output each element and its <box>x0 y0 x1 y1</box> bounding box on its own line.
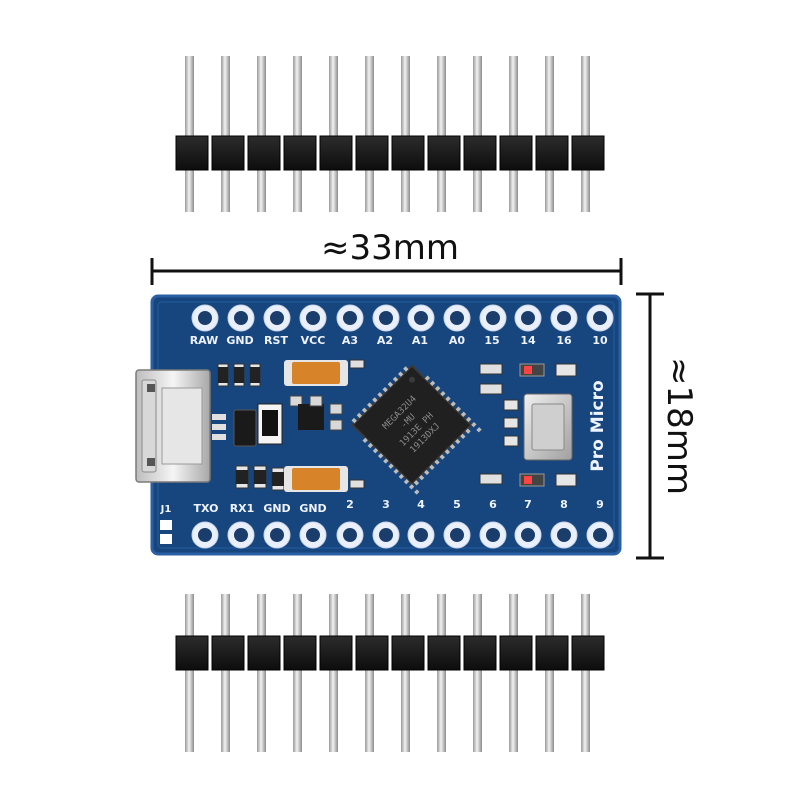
top-header-pin <box>319 56 353 212</box>
top-header-pin <box>571 56 605 212</box>
tantalum-capacitor-bottom <box>284 466 348 492</box>
bottom-header-pin <box>175 594 209 752</box>
pin-label-a0: A0 <box>449 334 466 347</box>
top-header-pin <box>355 56 389 212</box>
pin-label-a3: A3 <box>342 334 358 347</box>
bottom-pad <box>299 521 327 549</box>
micro-usb-connector <box>135 369 211 483</box>
pin-label-gnd-top: GND <box>226 334 253 347</box>
jumper-label: J1 <box>160 504 172 515</box>
pin-label-6: 6 <box>489 498 497 511</box>
bottom-pad <box>550 521 578 549</box>
bottom-header-pin <box>535 594 569 752</box>
pin-label-16: 16 <box>556 334 572 347</box>
jumper-j1: J1 <box>160 504 172 544</box>
pin-label-2: 2 <box>346 498 354 511</box>
top-pad <box>263 304 291 332</box>
bottom-header-pin <box>355 594 389 752</box>
pin-label-txo: TXO <box>194 502 219 515</box>
top-pad <box>372 304 400 332</box>
pin-label-4: 4 <box>417 498 425 511</box>
crystal-oscillator <box>523 393 573 461</box>
top-header-pin <box>247 56 281 212</box>
bottom-header-pin <box>499 594 533 752</box>
bottom-header-pin <box>427 594 461 752</box>
top-pad <box>299 304 327 332</box>
bottom-header-pin <box>391 594 425 752</box>
pin-label-3: 3 <box>382 498 390 511</box>
pin-label-a1: A1 <box>412 334 428 347</box>
bottom-pad <box>407 521 435 549</box>
top-header-pin <box>535 56 569 212</box>
mcu-chip <box>351 364 482 495</box>
bottom-pad <box>372 521 400 549</box>
bottom-header-pin <box>283 594 317 752</box>
pin-label-rst: RST <box>264 334 288 347</box>
pin-label-raw: RAW <box>190 334 219 347</box>
pin-label-9: 9 <box>596 498 604 511</box>
bottom-pad <box>586 521 614 549</box>
top-header-pin <box>175 56 209 212</box>
bottom-header-pin <box>247 594 281 752</box>
bottom-pad <box>479 521 507 549</box>
pin-label-vcc: VCC <box>301 334 326 347</box>
top-header-pin <box>283 56 317 212</box>
pin-label-gnd-a: GND <box>263 502 290 515</box>
top-header-pin <box>499 56 533 212</box>
top-pad <box>191 304 219 332</box>
bottom-pin-pads <box>191 521 614 549</box>
top-header-pin <box>391 56 425 212</box>
pin-label-a2: A2 <box>377 334 393 347</box>
top-pad <box>514 304 542 332</box>
top-pin-pads <box>191 304 614 332</box>
top-pad <box>479 304 507 332</box>
top-pad <box>586 304 614 332</box>
bottom-pad <box>227 521 255 549</box>
bottom-pin-header <box>175 594 605 752</box>
bottom-pad <box>443 521 471 549</box>
top-pin-labels: RAW GND RST VCC A3 A2 A1 A0 15 14 16 10 <box>190 334 608 347</box>
height-dimension: ≈18mm <box>636 292 699 560</box>
bottom-header-pin <box>319 594 353 752</box>
pro-micro-label: Pro Micro <box>588 380 608 471</box>
pin-label-10: 10 <box>592 334 608 347</box>
pin-label-5: 5 <box>453 498 461 511</box>
bottom-pad <box>514 521 542 549</box>
pcb-board: RAW GND RST VCC A3 A2 A1 A0 15 14 16 10 … <box>135 294 622 556</box>
top-pad <box>550 304 578 332</box>
tantalum-capacitor-top <box>284 360 348 386</box>
pin-label-7: 7 <box>524 498 532 511</box>
bottom-header-pin <box>571 594 605 752</box>
bottom-pad <box>263 521 291 549</box>
smd-components <box>212 359 577 491</box>
bottom-header-pin <box>211 594 245 752</box>
width-dimension: ≈33mm <box>150 228 623 285</box>
top-header-pin <box>463 56 497 212</box>
bottom-pad <box>191 521 219 549</box>
top-pad <box>336 304 364 332</box>
bottom-pin-labels: TXO RX1 GND GND 2 3 4 5 6 7 8 9 <box>194 498 604 515</box>
pin-label-15: 15 <box>484 334 499 347</box>
pin-label-14: 14 <box>520 334 536 347</box>
top-pad <box>443 304 471 332</box>
top-pad <box>227 304 255 332</box>
top-header-pin <box>211 56 245 212</box>
top-pin-header <box>175 56 605 212</box>
pin-label-gnd-b: GND <box>299 502 326 515</box>
bottom-pad <box>336 521 364 549</box>
pin-label-8: 8 <box>560 498 568 511</box>
top-pad <box>407 304 435 332</box>
pin-label-rx1: RX1 <box>230 502 255 515</box>
width-label: ≈33mm <box>321 228 459 268</box>
height-label: ≈18mm <box>659 357 699 495</box>
top-header-pin <box>427 56 461 212</box>
bottom-header-pin <box>463 594 497 752</box>
